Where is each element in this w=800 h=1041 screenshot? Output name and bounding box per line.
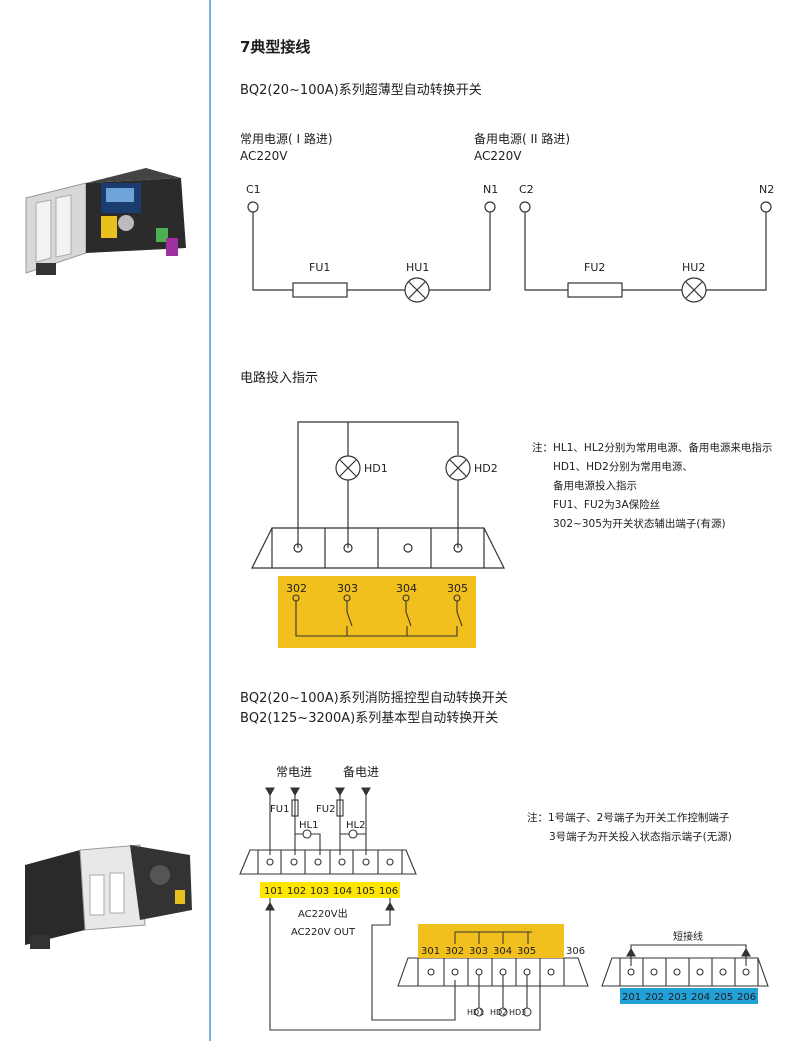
normal-in-label: 常电进	[276, 765, 312, 779]
fu2-small-fuse	[336, 799, 344, 817]
term-103: 103	[310, 886, 329, 897]
terminal-305: 305	[447, 582, 468, 595]
n2-terminal	[760, 201, 772, 213]
note1-line-2: HD1、HD2分别为常用电源、	[553, 461, 693, 473]
fu2-small-label: FU2	[316, 804, 335, 815]
indicator-title: 电路投入指示	[240, 371, 319, 386]
term-102: 102	[287, 886, 306, 897]
n1-terminal	[484, 201, 496, 213]
fu1-small-label: FU1	[270, 804, 289, 815]
term-106: 106	[379, 886, 398, 897]
hd2-small-label: HD2	[490, 1008, 507, 1017]
terminal-302: 302	[286, 582, 307, 595]
ac-out-en: AC220V OUT	[291, 927, 356, 938]
hl1-label: HL1	[299, 820, 318, 831]
terminal-3xx-panel	[418, 924, 564, 958]
term-201: 201	[622, 992, 641, 1003]
fu1-fuse	[292, 282, 348, 298]
hl2-label: HL2	[346, 820, 365, 831]
note2-line-1: 注：1号端子、2号端子为开关工作控制端子	[527, 812, 730, 824]
term-104: 104	[333, 886, 352, 897]
backup-in-label: 备电进	[343, 765, 379, 779]
hu2-label: HU2	[682, 261, 705, 274]
term-202: 202	[645, 992, 664, 1003]
fu2-fuse	[567, 282, 623, 298]
term-304: 304	[493, 946, 512, 957]
page-title: 7典型接线	[240, 38, 311, 56]
c2-label: C2	[519, 183, 534, 196]
backup-power-label: 备用电源( II 路进)	[474, 132, 571, 146]
switch-photo-top	[25, 168, 186, 275]
note2-line-2: 3号端子为开关投入状态指示端子(无源)	[549, 831, 732, 843]
note1-line-4: FU1、FU2为3A保险丝	[553, 499, 661, 511]
term-306: 306	[566, 946, 585, 957]
c1-label: C1	[246, 183, 261, 196]
term-305: 305	[517, 946, 536, 957]
section-subtitle-2a: BQ2(20~100A)系列消防摇控型自动转换开关	[240, 691, 508, 706]
section-subtitle-2b: BQ2(125~3200A)系列基本型自动转换开关	[240, 711, 499, 726]
hd1-small-label: HD1	[467, 1008, 484, 1017]
term-303: 303	[469, 946, 488, 957]
normal-power-label: 常用电源( I 路进)	[240, 132, 333, 146]
c2-terminal	[519, 201, 531, 213]
fu1-label: FU1	[309, 261, 330, 274]
term-203: 203	[668, 992, 687, 1003]
normal-power-voltage: AC220V	[240, 149, 288, 163]
terminal-1xx-label-strip	[260, 882, 400, 898]
terminal-block-1xx	[239, 849, 417, 875]
ac-out-cn: AC220V出	[298, 907, 348, 920]
note1-line-5: 302~305为开关状态辅出端子(有源)	[553, 518, 726, 530]
terminal-303: 303	[337, 582, 358, 595]
term-206: 206	[737, 992, 756, 1003]
term-204: 204	[691, 992, 710, 1003]
short-link-label: 短接线	[673, 930, 703, 943]
terminal-block-3xx	[397, 957, 589, 987]
note1-line-1: 注：HL1、HL2分别为常用电源、备用电源来电指示	[532, 442, 773, 454]
n1-label: N1	[483, 183, 498, 196]
switch-photo-bottom	[25, 844, 192, 949]
fu1-small-fuse	[291, 799, 299, 817]
section-subtitle-1: BQ2(20~100A)系列超薄型自动转换开关	[240, 83, 482, 98]
note1-line-3: 备用电源投入指示	[553, 480, 637, 492]
term-101: 101	[264, 886, 283, 897]
fu2-label: FU2	[584, 261, 605, 274]
backup-power-voltage: AC220V	[474, 149, 522, 163]
c1-terminal	[247, 201, 259, 213]
sidebar-divider	[209, 0, 211, 1041]
hd1-label: HD1	[364, 462, 388, 475]
hd3-small-label: HD3	[509, 1008, 526, 1017]
term-301: 301	[421, 946, 440, 957]
hu1-label: HU1	[406, 261, 429, 274]
term-105: 105	[356, 886, 375, 897]
term-205: 205	[714, 992, 733, 1003]
hd2-label: HD2	[474, 462, 498, 475]
terminal-2xx-label-strip	[620, 988, 758, 1004]
n2-label: N2	[759, 183, 774, 196]
term-302: 302	[445, 946, 464, 957]
terminal-304: 304	[396, 582, 417, 595]
